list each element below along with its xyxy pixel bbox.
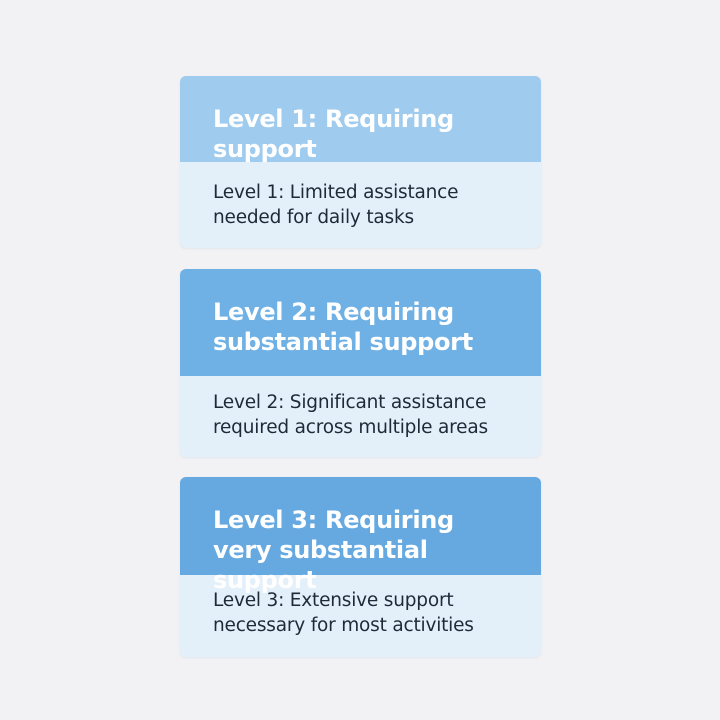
level-1-title: Level 1: Requiring support xyxy=(180,76,541,163)
level-3-description: Level 3: Extensive support necessary for… xyxy=(213,590,474,636)
level-3-card: Level 3: Requiring very substantial supp… xyxy=(180,477,541,657)
level-1-description: Level 1: Limited assistance needed for d… xyxy=(213,182,459,228)
level-3-title: Level 3: Requiring very substantial supp… xyxy=(180,477,541,594)
level-1-card: Level 1: Requiring support Level 1: Limi… xyxy=(180,76,541,248)
level-2-title: Level 2: Requiring substantial support xyxy=(180,269,541,376)
support-levels-stack: Level 1: Requiring support Level 1: Limi… xyxy=(180,76,541,657)
level-2-description: Level 2: Significant assistance required… xyxy=(213,392,488,438)
level-2-card: Level 2: Requiring substantial support L… xyxy=(180,269,541,457)
